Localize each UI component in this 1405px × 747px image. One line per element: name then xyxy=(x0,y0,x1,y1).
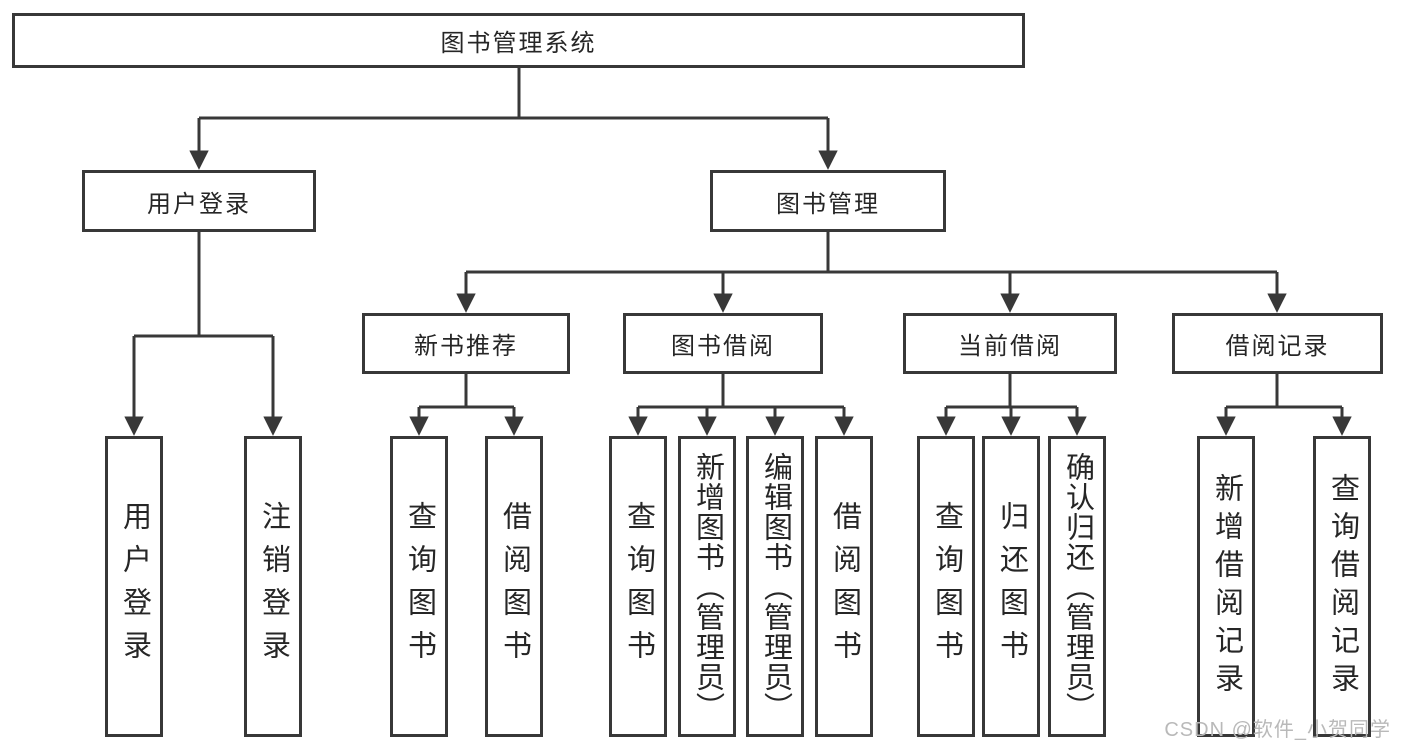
node-label: 借阅图书 xyxy=(498,500,531,673)
node-bb-add-book: 新增图书（管理员） xyxy=(678,436,736,737)
node-br-query-record: 查询借阅记录 xyxy=(1313,436,1371,737)
node-book-borrow: 图书借阅 xyxy=(623,313,823,374)
tree-arrows xyxy=(124,118,1352,436)
node-label: 用户登录 xyxy=(147,190,251,218)
node-label: 图书管理 xyxy=(776,190,880,218)
node-bb-borrow-book: 借阅图书 xyxy=(815,436,873,737)
node-label: 确认归还（管理员） xyxy=(1061,451,1094,722)
node-cb-query-book: 查询图书 xyxy=(917,436,975,737)
node-label: 用户登录 xyxy=(118,500,151,673)
node-cb-return-book: 归还图书 xyxy=(982,436,1040,737)
node-label: 图书借阅 xyxy=(671,333,775,360)
node-label: 新增图书（管理员） xyxy=(691,451,724,722)
node-label: 新书推荐 xyxy=(414,333,518,360)
node-label: 新增借阅记录 xyxy=(1210,472,1243,701)
node-label: 查询图书 xyxy=(930,500,963,673)
node-logout-leaf: 注销登录 xyxy=(244,436,302,737)
node-label: 注销登录 xyxy=(257,500,290,673)
node-label: 查询图书 xyxy=(622,500,655,673)
node-book-mgmt: 图书管理 xyxy=(710,170,946,232)
node-bb-edit-book: 编辑图书（管理员） xyxy=(746,436,804,737)
node-label: 查询借阅记录 xyxy=(1326,472,1359,701)
node-nbr-borrow-book: 借阅图书 xyxy=(485,436,543,737)
node-label: 编辑图书（管理员） xyxy=(759,451,792,722)
node-nbr-query-book: 查询图书 xyxy=(390,436,448,737)
node-label: 查询图书 xyxy=(403,500,436,673)
node-user-login: 用户登录 xyxy=(82,170,316,232)
node-borrow-record: 借阅记录 xyxy=(1172,313,1383,374)
node-root: 图书管理系统 xyxy=(12,13,1025,68)
node-br-add-record: 新增借阅记录 xyxy=(1197,436,1255,737)
node-current-borrow: 当前借阅 xyxy=(903,313,1117,374)
node-cb-confirm-return: 确认归还（管理员） xyxy=(1048,436,1106,737)
node-label: 借阅记录 xyxy=(1225,333,1330,360)
node-label: 当前借阅 xyxy=(958,333,1062,360)
node-bb-query-book: 查询图书 xyxy=(609,436,667,737)
node-label: 图书管理系统 xyxy=(440,30,597,57)
tree-rails xyxy=(134,68,1342,409)
node-new-book-rec: 新书推荐 xyxy=(362,313,570,374)
node-login-leaf: 用户登录 xyxy=(105,436,163,737)
node-label: 借阅图书 xyxy=(828,500,861,673)
node-label: 归还图书 xyxy=(995,500,1028,673)
watermark: CSDN @软件_小贺同学 xyxy=(1164,719,1391,741)
